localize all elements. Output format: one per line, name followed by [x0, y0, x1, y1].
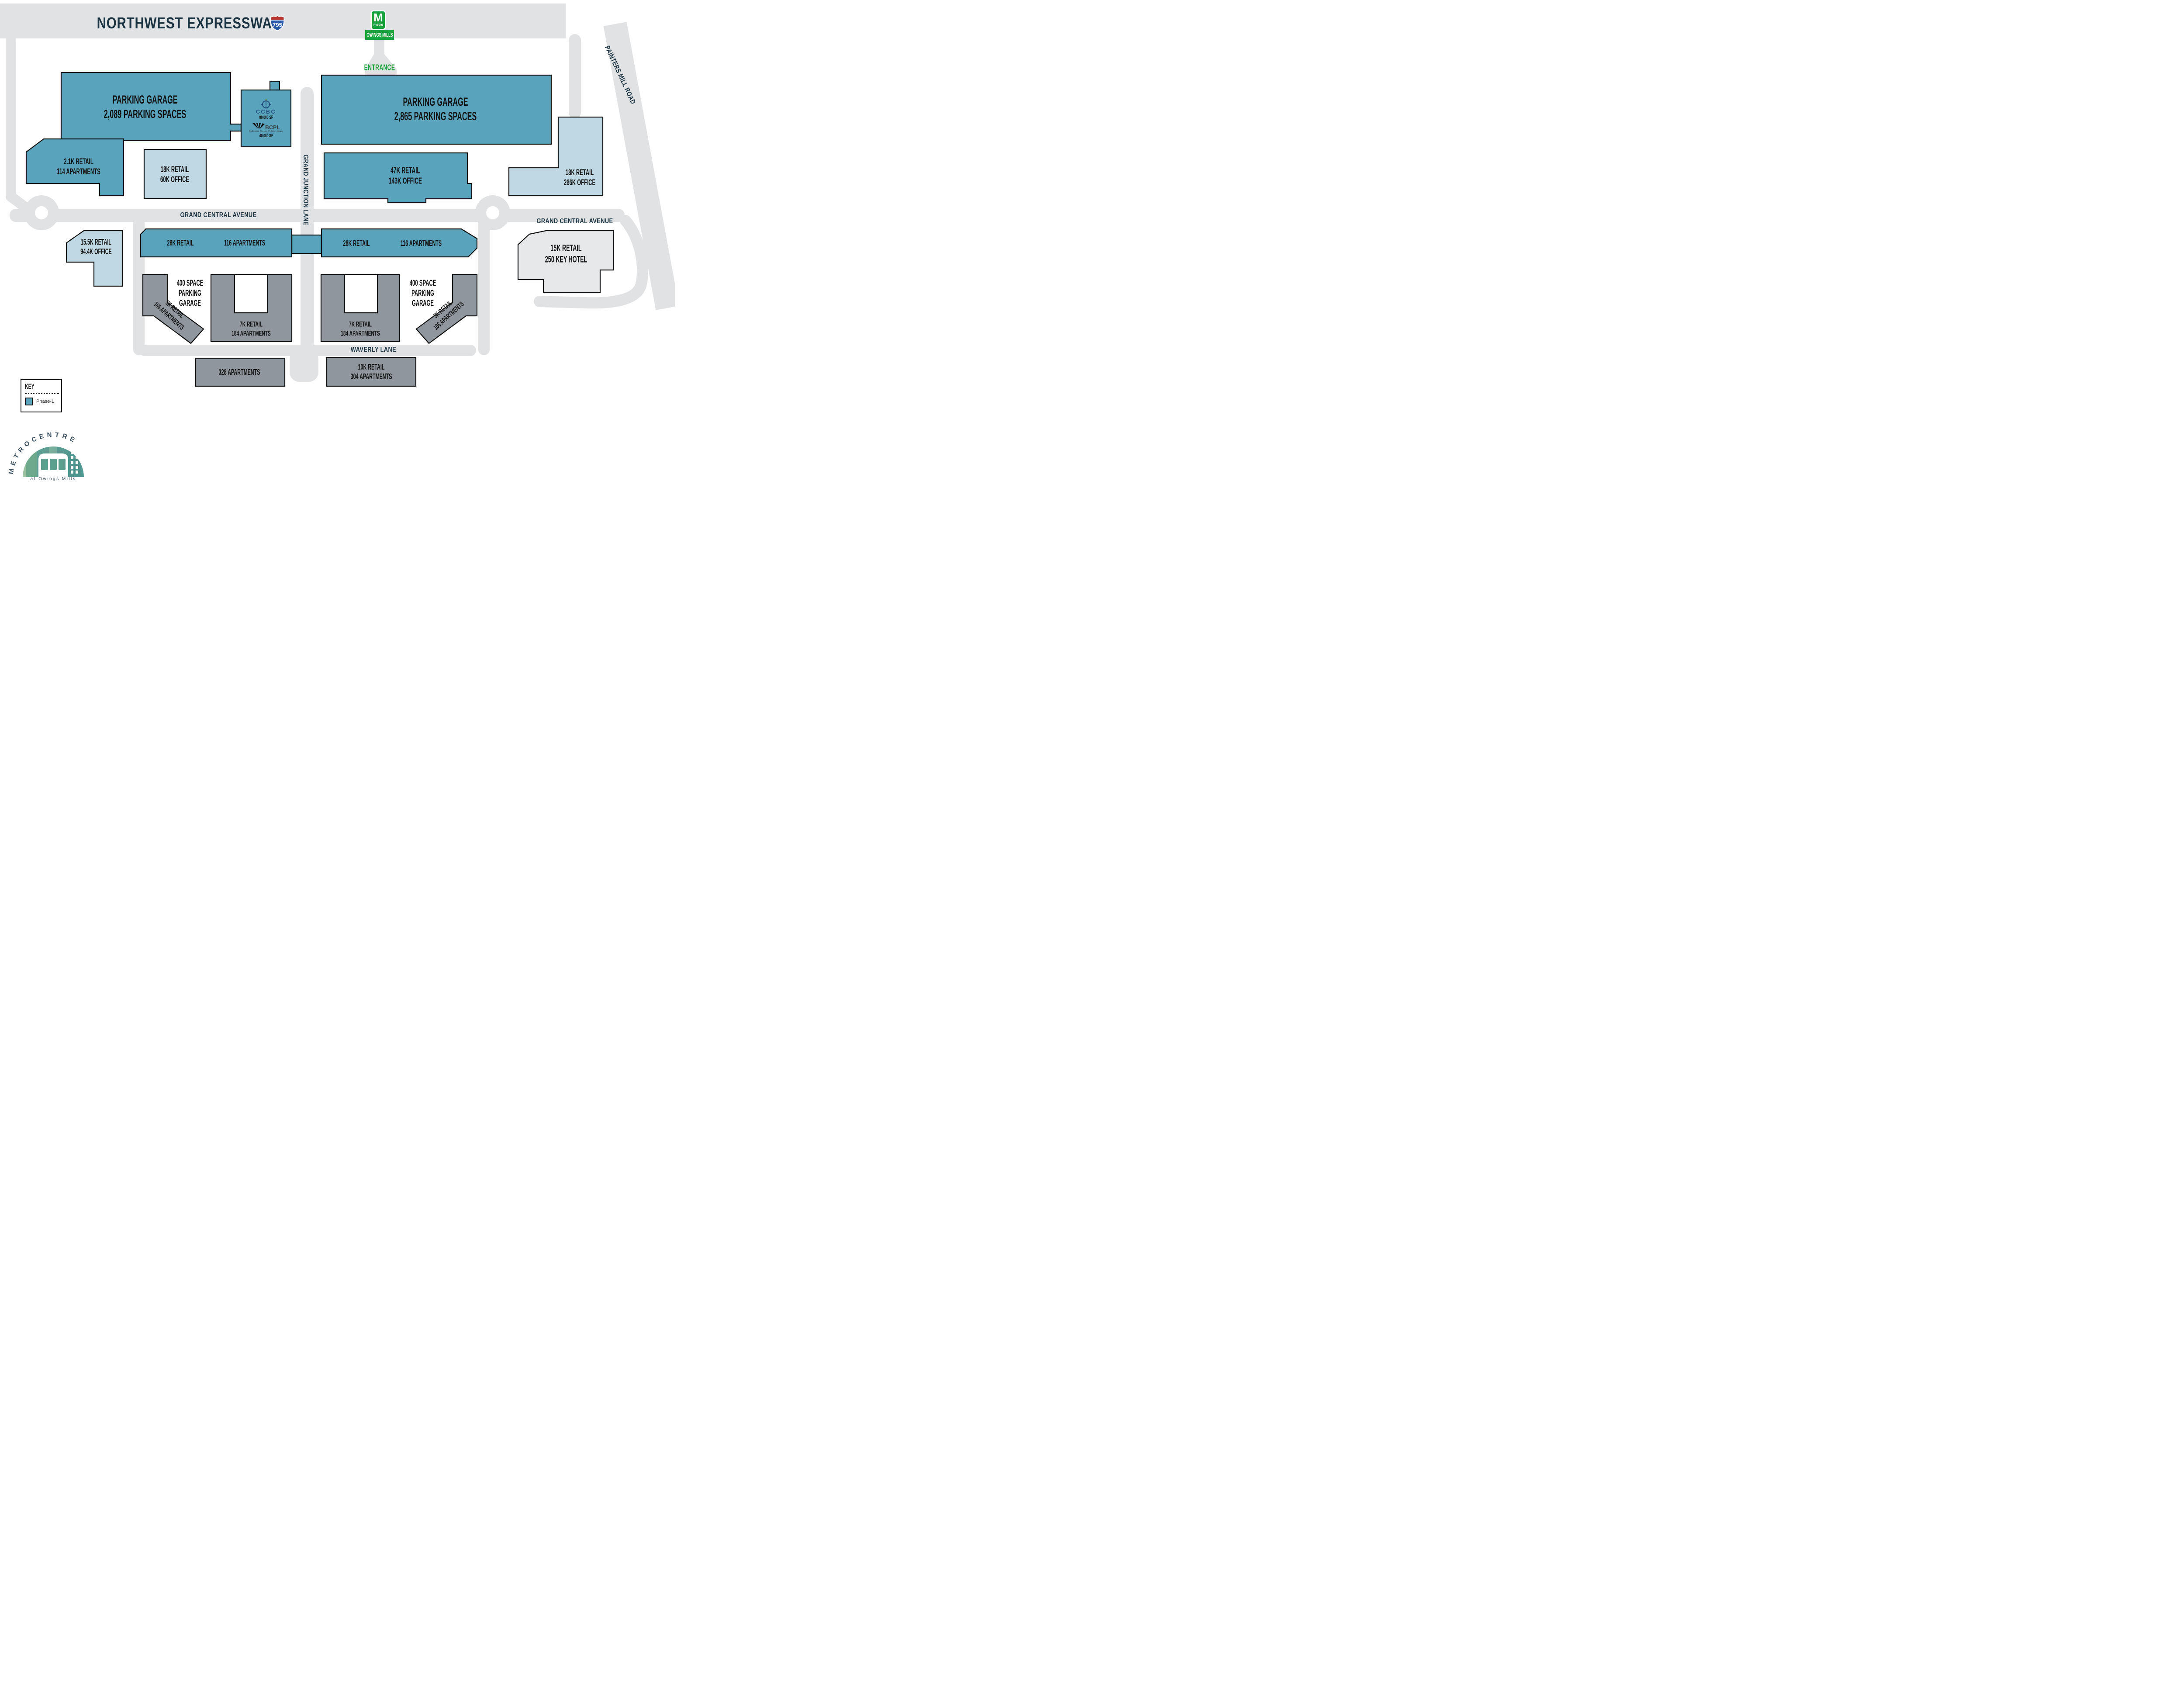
metro-entrance-road — [365, 38, 397, 77]
label-18k-266k: 18K RETAIL 266K OFFICE — [563, 168, 596, 187]
metro-m-letter: M — [373, 11, 383, 24]
label-15-5k: 15.5K RETAIL 94.4K OFFICE — [80, 238, 112, 256]
building-hotel — [517, 230, 615, 294]
metro-station-sign: OWINGS MILLS — [365, 30, 394, 40]
shield-red-band — [271, 16, 284, 20]
west-roundabout-island — [35, 206, 48, 219]
road-label-grand-central-east: GRAND CENTRAL AVENUE — [536, 218, 613, 225]
road-label-waverly: WAVERLY LANE — [350, 346, 397, 353]
far-west-road — [6, 34, 35, 216]
phase1-buildings — [25, 72, 552, 258]
grand-central-avenue-shape — [10, 209, 625, 222]
building-l-west — [142, 273, 204, 344]
building-28k-east — [321, 228, 478, 258]
building-47k-retail — [323, 152, 473, 204]
building-18k-60k — [143, 149, 207, 199]
label-hotel: 15K RETAIL 250 KEY HOTEL — [545, 243, 587, 264]
east-roundabout-island — [486, 206, 499, 219]
building-u-east — [320, 273, 401, 343]
key-title: KEY — [25, 382, 35, 391]
label-parking-garage-east: PARKING GARAGE 2,865 PARKING SPACES — [394, 95, 477, 123]
bcpl-rays-icon — [252, 122, 265, 129]
building-28k-west — [140, 228, 293, 258]
bcpl-subtitle: Baltimore County Public Library — [249, 130, 283, 133]
phase1-label: Phase-1 — [36, 399, 54, 404]
painters-mill-road-shape — [603, 22, 675, 310]
label-28k-east-apartments: 116 APARTMENTS — [400, 239, 442, 248]
key-divider — [25, 393, 59, 394]
ccbc-name: CCBC — [256, 108, 276, 115]
building-28k-bridge — [291, 234, 322, 254]
residential-buildings — [142, 273, 478, 387]
label-garage-400-east: 400 SPACE PARKING GARAGE — [409, 279, 436, 308]
office-buildings — [66, 116, 604, 287]
interstate-795-shield: 795 — [270, 15, 285, 31]
building-328-apartments — [195, 357, 286, 387]
building-2-1k-retail — [25, 138, 124, 197]
entrance-label: ENTRANCE — [364, 63, 395, 72]
road-label-grand-junction: GRAND JUNCTION LANE — [302, 155, 309, 225]
label-10k-304: 10K RETAIL 304 APARTMENTS — [350, 363, 392, 381]
hotel-loop-road — [534, 215, 648, 309]
bcpl-name: BCPL — [265, 124, 280, 131]
map-canvas: METROCENTRE at Owings Mills — [0, 3, 675, 481]
building-l-east — [415, 273, 478, 344]
logo-subtitle: at Owings Mills — [31, 477, 76, 481]
map-key: KEY Phase-1 — [21, 379, 62, 412]
ccbc-compass-icon — [261, 99, 271, 109]
label-2-1k-retail: 2.1K RETAIL 114 APARTMENTS — [57, 157, 100, 176]
highway-title: NORTHWEST EXPRESSWAY — [97, 14, 280, 32]
road-label-grand-central-west: GRAND CENTRAL AVENUE — [180, 211, 257, 219]
label-28k-east-retail: 28K RETAIL — [343, 239, 370, 248]
building-u-west — [210, 273, 293, 343]
metro-station-name: OWINGS MILLS — [366, 31, 393, 38]
label-parking-garage-west: PARKING GARAGE 2,089 PARKING SPACES — [104, 93, 187, 121]
ccbc-size: 80,000 SF — [259, 114, 273, 120]
metrocentre-logo: METROCENTRE at Owings Mills — [7, 431, 84, 481]
phase1-swatch — [25, 398, 33, 405]
building-10k-304 — [326, 356, 417, 387]
logo-building-4 — [68, 446, 81, 477]
logo-skyline — [26, 446, 81, 477]
logo-train-window-3 — [59, 459, 66, 470]
label-28k-west-apartments: 116 APARTMENTS — [224, 239, 266, 248]
road-network — [0, 3, 675, 382]
label-47k-143k: 47K RETAIL 143K OFFICE — [388, 166, 422, 186]
waverly-lane-shape — [139, 345, 476, 356]
building-15-5k — [66, 230, 123, 287]
metro-logo: M metro — [372, 11, 385, 29]
south-stub-road — [290, 349, 318, 382]
building-18k-266k — [508, 116, 604, 197]
logo-train-window-1 — [41, 459, 48, 470]
label-garage-400-west: 400 SPACE PARKING GARAGE — [176, 279, 204, 308]
label-328-apartments: 328 APARTMENTS — [218, 368, 260, 377]
label-ccbc-bcpl: CCBC 80,000 SF BCPL Baltimore County Pub… — [241, 91, 291, 146]
shield-divider — [271, 20, 284, 21]
label-u-east: 7K RETAIL 184 APARTMENTS — [341, 320, 380, 337]
bcpl-size: 40,000 SF — [259, 133, 273, 138]
label-28k-west-retail: 28K RETAIL — [167, 239, 194, 248]
building-parking-garage-east — [321, 74, 552, 145]
logo-train-window-2 — [50, 459, 57, 470]
label-u-west: 7K RETAIL 184 APARTMENTS — [232, 320, 271, 337]
site-plan-map: METROCENTRE at Owings Mills 795 NORTHWES… — [0, 0, 675, 481]
label-18k-60k: 18K RETAIL 60K OFFICE — [160, 165, 189, 184]
metro-wordmark: metro — [373, 23, 384, 27]
shield-number: 795 — [273, 22, 282, 28]
